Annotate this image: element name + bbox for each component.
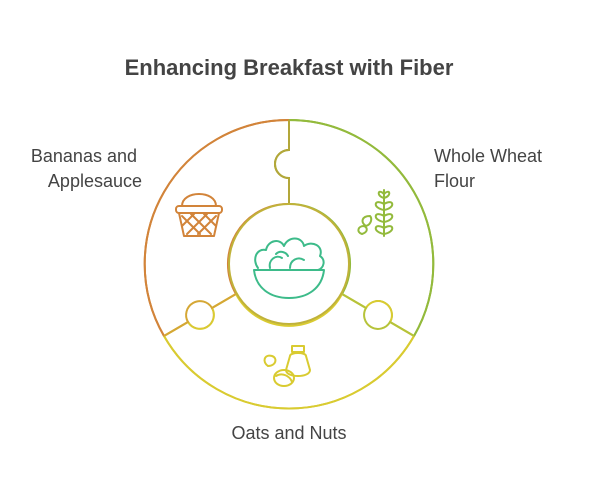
ring-arc-bananas [143,118,290,337]
divider-left [163,293,237,337]
ring-arc-oats [163,335,415,410]
label-wheat-line-1: Whole Wheat [434,146,542,166]
wheat-icon [357,189,394,237]
label-oats-line-1: Oats and Nuts [231,423,346,443]
diagram-title: Enhancing Breakfast with Fiber [125,55,454,80]
divider-top [274,120,290,204]
center-circle [228,203,350,325]
label-wheat-line-2: Flour [434,171,475,191]
label-bananas-line-1: Bananas and [31,146,137,166]
divider-right [341,293,415,337]
oats-nuts-icon [263,345,311,387]
basket-icon [175,193,223,237]
label-whole-wheat-flour: Whole Wheat Flour [434,146,547,191]
label-bananas-applesauce: Bananas and Applesauce [31,146,142,191]
ring-arc-wheat [288,118,435,337]
label-bananas-line-2: Applesauce [48,171,142,191]
label-oats-nuts: Oats and Nuts [231,423,346,443]
salad-bowl-icon [253,237,325,299]
